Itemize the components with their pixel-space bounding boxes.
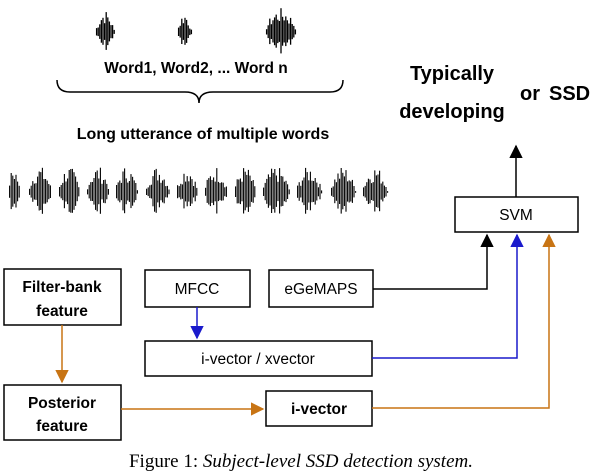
posterior-box: Posterior feature — [3, 384, 122, 441]
filterbank-label-2: feature — [36, 303, 88, 320]
filterbank-box: Filter-bank feature — [3, 268, 122, 326]
ivector-xvector-label: i-vector / xvector — [201, 351, 315, 368]
or-label: or — [520, 83, 540, 105]
ivector-box: i-vector — [265, 390, 373, 427]
figure-caption: Figure 1: Subject-level SSD detection sy… — [129, 451, 473, 472]
svm-box: SVM — [454, 196, 579, 233]
egemaps-to-svm-arrow — [373, 233, 494, 290]
ssd-label: SSD — [549, 83, 590, 105]
egemaps-label: eGeMAPS — [284, 281, 357, 298]
posterior-label-1: Posterior — [28, 395, 96, 412]
filterbank-label-1: Filter-bank — [22, 279, 102, 296]
typically-label: Typically — [410, 63, 495, 85]
word-waveforms — [95, 8, 297, 54]
egemaps-box: eGeMAPS — [268, 269, 374, 308]
ivector-xvector-to-svm-arrow — [372, 233, 524, 359]
utterance-waveform — [9, 167, 389, 214]
mfcc-box: MFCC — [144, 269, 251, 308]
posterior-label-2: feature — [36, 418, 88, 435]
curly-brace — [56, 79, 344, 104]
caption-title: Subject-level SSD detection system. — [203, 451, 473, 472]
svm-label: SVM — [499, 207, 533, 224]
caption-prefix: Figure 1: — [129, 451, 203, 472]
ivector-to-svm-arrow — [372, 233, 556, 409]
words-label: Word1, Word2, ... Word n — [104, 60, 287, 77]
developing-label: developing — [399, 101, 505, 123]
ivector-xvector-box: i-vector / xvector — [144, 340, 373, 377]
ivector-label: i-vector — [291, 401, 347, 418]
mfcc-label: MFCC — [175, 281, 220, 298]
utterance-label: Long utterance of multiple words — [77, 126, 330, 143]
